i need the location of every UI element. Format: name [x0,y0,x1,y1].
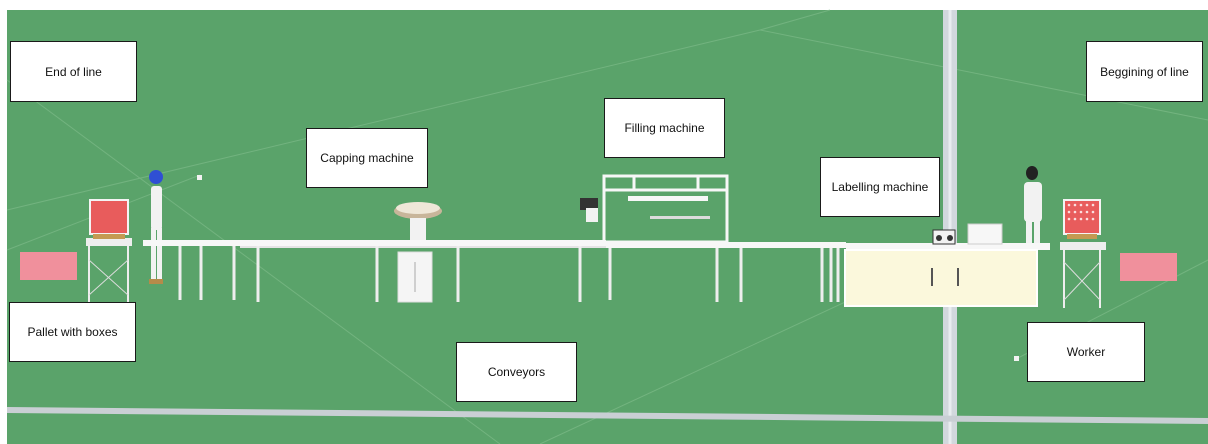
marker-cube [1014,356,1019,361]
end-zone-marker [20,252,77,280]
pallet-boxes-left [89,199,129,235]
label-beginning-of-line: Beggining of line [1086,41,1203,102]
label-capping-machine: Capping machine [306,128,428,188]
begin-zone-marker [1120,253,1177,281]
pallet-stand-left [86,199,132,302]
label-pallet-with-boxes: Pallet with boxes [9,302,136,362]
label-conveyors: Conveyors [456,342,577,402]
ground [7,10,1208,444]
label-labelling-machine: Labelling machine [820,157,940,217]
worker-figure-left [149,170,163,284]
pallet-stand-right [1060,199,1106,308]
label-worker: Worker [1027,322,1145,382]
conveyor-line [143,174,1050,307]
marker-cube [197,175,202,180]
road-horizontal [7,407,1208,424]
worker-figure-right [1024,166,1042,244]
label-filling-machine: Filling machine [604,98,725,158]
labelling-base [844,249,1038,307]
label-end-of-line: End of line [10,41,137,102]
